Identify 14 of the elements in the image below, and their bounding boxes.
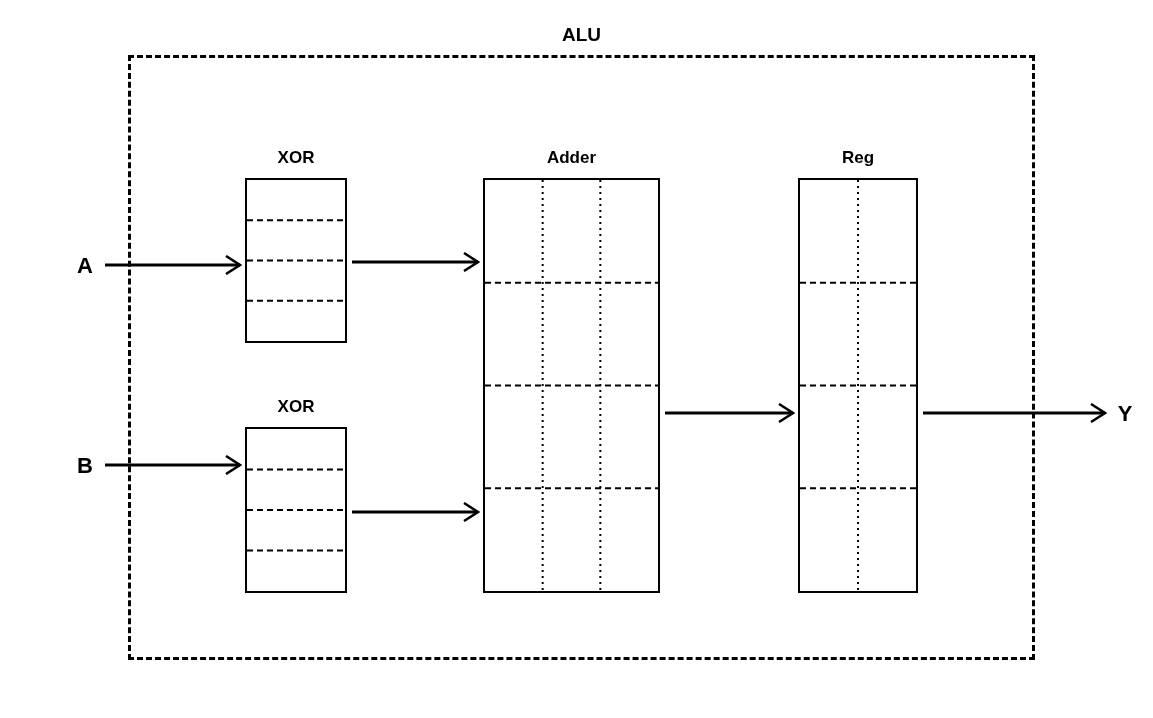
signal-label: Y [1110, 398, 1140, 428]
arrow [105, 254, 242, 276]
block-label: XOR [277, 395, 315, 418]
arrow [665, 402, 795, 424]
block-label: Adder [546, 146, 597, 169]
arrow [352, 501, 480, 523]
block-label: XOR [277, 146, 315, 169]
arrow [923, 402, 1107, 424]
signal-label: B [70, 450, 100, 480]
block-label: Reg [841, 146, 875, 169]
block-title: ALU [561, 22, 602, 47]
arrow [105, 454, 242, 476]
signal-label: A [70, 250, 100, 280]
arrow [352, 251, 480, 273]
